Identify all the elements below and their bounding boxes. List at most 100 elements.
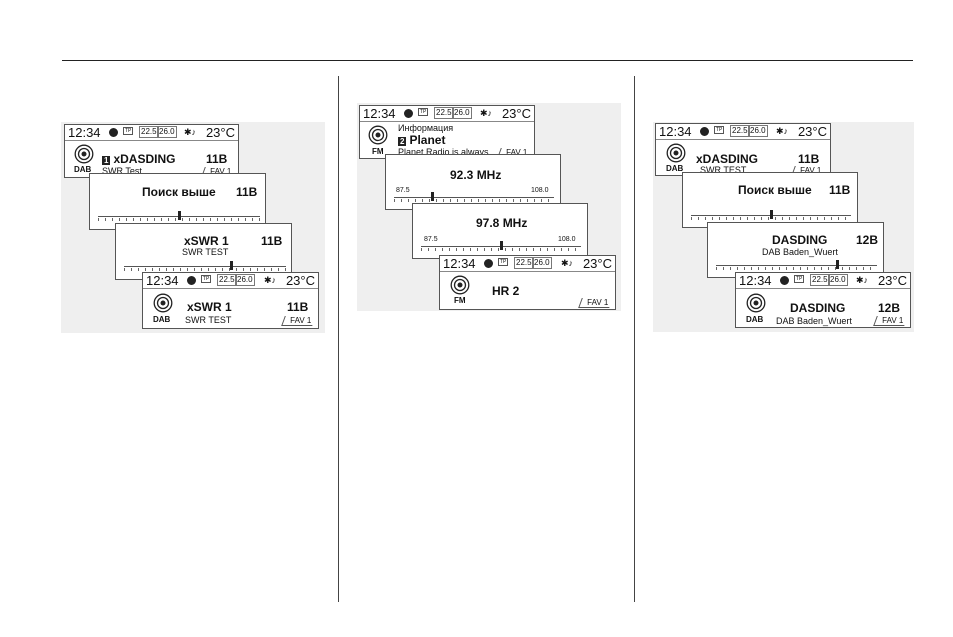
phone-music-icon: ✱♪ — [855, 275, 868, 285]
station-name: xDASDING — [696, 152, 759, 166]
phone-music-icon: ✱♪ — [479, 108, 492, 118]
phone-music-icon: ✱♪ — [560, 258, 573, 268]
outside-temp: 23°C — [877, 273, 907, 288]
preset-badge: 2 — [398, 137, 407, 146]
middle-card-2: 92.3 MHz 87.5 108.0 — [385, 154, 561, 210]
column-divider-1 — [338, 76, 339, 602]
status-bar: 12:34 TP 22.5 26.0 ✱♪ 23°C — [736, 273, 910, 289]
tuning-needle — [178, 211, 181, 220]
temp-indicator-2: 26.0 — [235, 274, 255, 286]
fav-label: FAV 1 — [289, 316, 312, 325]
clock: 12:34 — [146, 273, 179, 288]
source-label: FM — [372, 147, 384, 156]
cd-icon — [187, 276, 196, 285]
temp-indicator-2: 26.0 — [452, 107, 472, 119]
search-label: Поиск выше — [738, 183, 812, 197]
station-name: xDASDING — [113, 152, 176, 166]
cd-icon — [404, 109, 413, 118]
left-card-2: Поиск выше 11B — [89, 173, 266, 230]
outside-temp: 23°C — [582, 256, 612, 271]
left-card-4: 12:34 TP 22.5 26.0 ✱♪ 23°C DAB xSWR 1 11… — [142, 272, 319, 329]
temp-indicator-1: 22.5 — [730, 125, 750, 137]
tp-indicator: TP — [201, 275, 212, 283]
station-name: Planet — [409, 133, 446, 147]
middle-card-4: 12:34 TP 22.5 26.0 ✱♪ 23°C FM HR 2 FAV 1 — [439, 255, 616, 310]
station-subtitle: DAB Baden_Wuert — [776, 316, 852, 326]
channel-label: 12B — [856, 233, 879, 247]
tp-indicator: TP — [714, 126, 725, 134]
temp-indicator-1: 22.5 — [434, 107, 454, 119]
tuning-needle — [431, 192, 435, 201]
antenna-icon — [153, 293, 173, 313]
middle-card-1: 12:34 TP 22.5 26.0 ✱♪ 23°C FM Информация… — [359, 105, 535, 159]
right-card-4: 12:34 TP 22.5 26.0 ✱♪ 23°C DAB DASDING 1… — [735, 272, 911, 328]
temp-indicator-2: 26.0 — [748, 125, 768, 137]
scale-min: 87.5 — [396, 187, 410, 194]
fav-tab: FAV 1 — [872, 316, 908, 326]
info-label: Информация — [398, 123, 454, 133]
antenna-icon — [666, 143, 686, 163]
channel-label: 11B — [206, 152, 228, 166]
fav-tab: FAV 1 — [577, 298, 613, 308]
station-name: DASDING — [790, 301, 846, 315]
top-rule — [62, 60, 913, 61]
clock: 12:34 — [659, 124, 692, 139]
station-subtitle: SWR TEST — [185, 315, 232, 325]
phone-music-icon: ✱♪ — [775, 126, 788, 136]
channel-label: 11B — [798, 152, 820, 166]
tp-indicator: TP — [123, 127, 134, 135]
antenna-icon — [746, 293, 766, 313]
temp-indicator-1: 22.5 — [514, 257, 534, 269]
cd-icon — [109, 128, 118, 137]
tp-indicator: TP — [794, 275, 805, 283]
tuning-scale — [394, 197, 554, 204]
status-bar: 12:34 TP 22.5 26.0 ✱♪ 23°C — [440, 256, 615, 272]
channel-label: 11B — [287, 300, 309, 314]
radio-text: Planet Radio is always — [398, 147, 489, 157]
channel-label: 12B — [878, 301, 901, 315]
temp-indicator-1: 22.5 — [139, 126, 159, 138]
station-name: xSWR 1 — [187, 300, 232, 314]
middle-card-3: 97.8 MHz 87.5 108.0 — [412, 203, 588, 259]
outside-temp: 23°C — [501, 106, 531, 121]
antenna-icon — [368, 125, 388, 145]
source-label: FM — [454, 296, 466, 305]
antenna-icon — [74, 144, 94, 164]
frequency-label: 92.3 MHz — [450, 168, 502, 182]
tuning-scale — [716, 265, 877, 272]
search-label: Поиск выше — [142, 185, 216, 199]
fav-label: FAV 1 — [586, 298, 609, 307]
temp-indicator-2: 26.0 — [828, 274, 848, 286]
right-card-1: 12:34 TP 22.5 26.0 ✱♪ 23°C DAB xDASDING … — [655, 123, 831, 176]
cd-icon — [700, 127, 709, 136]
channel-label: 11B — [829, 183, 851, 197]
channel-label: 11B — [261, 234, 283, 248]
status-bar: 12:34 TP 22.5 26.0 ✱♪ 23°C — [143, 273, 318, 289]
temp-indicator-2: 26.0 — [157, 126, 177, 138]
tuning-needle — [770, 210, 773, 219]
cd-icon — [484, 259, 493, 268]
station-name: DASDING — [772, 233, 828, 247]
frequency-label: 97.8 MHz — [476, 216, 528, 230]
station-subtitle: SWR TEST — [700, 165, 747, 175]
column-divider-2 — [634, 76, 635, 602]
source-label: DAB — [74, 165, 92, 174]
temp-indicator-2: 26.0 — [532, 257, 552, 269]
source-label: DAB — [746, 315, 764, 324]
outside-temp: 23°C — [285, 273, 315, 288]
tp-indicator: TP — [498, 258, 509, 266]
fav-tab: FAV 1 — [280, 316, 316, 326]
scale-max: 108.0 — [558, 236, 576, 243]
channel-label: 11B — [236, 185, 258, 199]
phone-music-icon: ✱♪ — [183, 127, 196, 137]
cd-icon — [780, 276, 789, 285]
tuning-scale — [124, 266, 286, 273]
station-subtitle: SWR TEST — [182, 247, 229, 257]
clock: 12:34 — [739, 273, 772, 288]
station-subtitle: DAB Baden_Wuert — [762, 247, 838, 257]
antenna-icon — [450, 275, 470, 295]
status-bar: 12:34 TP 22.5 26.0 ✱♪ 23°C — [360, 106, 534, 122]
phone-music-icon: ✱♪ — [263, 275, 276, 285]
